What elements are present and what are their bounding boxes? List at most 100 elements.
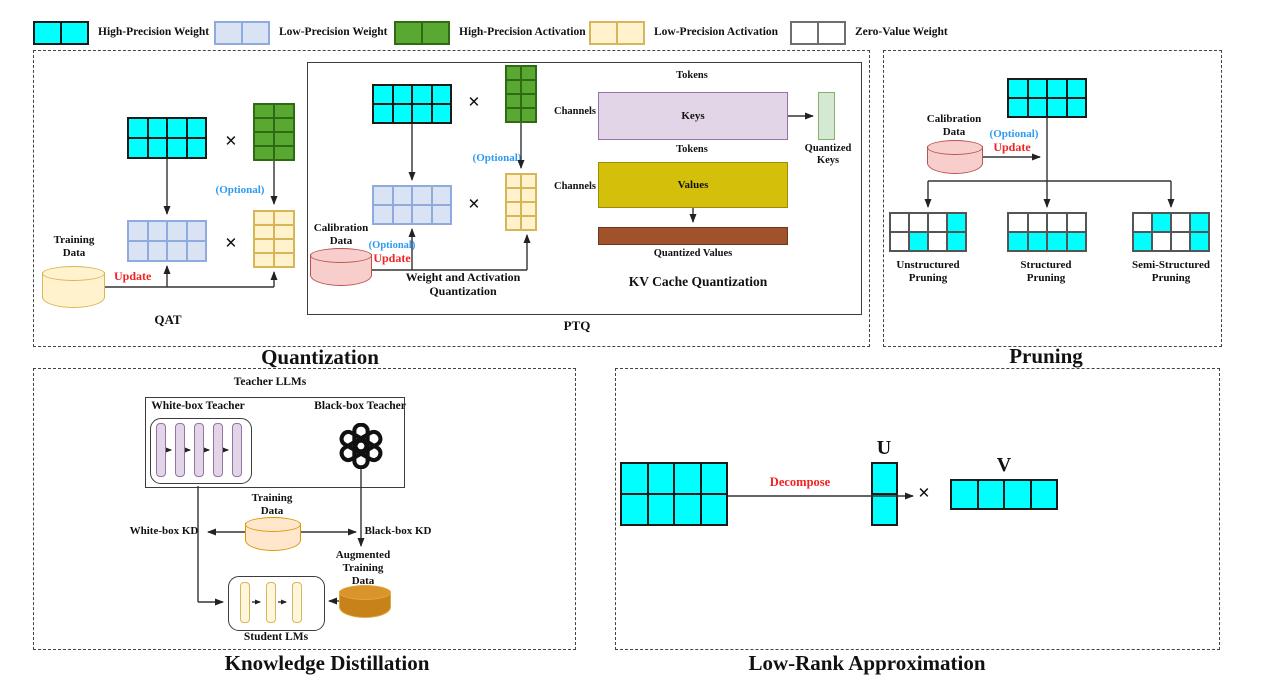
- grid-cell: [506, 188, 521, 202]
- transformer-layer-bar: [156, 423, 166, 477]
- transformer-layer-bar: [194, 423, 204, 477]
- v-matrix-grid: [950, 479, 1058, 510]
- grid-cell: [621, 463, 648, 494]
- grid-cell: [254, 239, 274, 253]
- grid-cell: [872, 494, 897, 525]
- grid-cell: [167, 241, 187, 261]
- calibration-data-cylinder: [310, 248, 372, 286]
- grid-cell: [647, 463, 674, 494]
- grid-cell: [621, 494, 648, 525]
- structured-pruning-label: Structured Pruning: [1020, 259, 1072, 284]
- grid-cell: [412, 205, 432, 224]
- qat-hp-weight-grid: [127, 117, 207, 159]
- qat-lp-activation-grid: [253, 210, 295, 268]
- grid-cell: [147, 118, 167, 138]
- legend-item-lp-activation: Low-Precision Activation: [589, 21, 778, 45]
- grid-cell: [506, 202, 521, 216]
- waq-hp-weight-grid: [372, 84, 452, 124]
- grid-cell: [872, 463, 897, 494]
- grid-cell: [186, 221, 206, 241]
- grid-cell: [1004, 480, 1031, 509]
- grid-cell: [422, 22, 449, 44]
- waq-lp-weight-grid: [372, 185, 452, 225]
- grid-cell-zero: [1047, 213, 1067, 232]
- whitebox-kd-label: White-box KD: [129, 525, 199, 537]
- multiply-sign: ×: [225, 230, 237, 255]
- lra-weight-grid: [620, 462, 728, 526]
- hp-weight-swatch: [33, 21, 89, 45]
- grid-cell: [1190, 232, 1209, 251]
- kd-training-data-label: Training Data: [251, 492, 293, 517]
- grid-cell: [392, 104, 412, 123]
- values-label: Values: [677, 179, 709, 191]
- grid-cell: [431, 186, 451, 205]
- pruning-section-frame: [883, 50, 1222, 347]
- waq-lp-activation-grid: [505, 173, 537, 231]
- channels-label: Channels: [553, 106, 596, 117]
- grid-cell: [274, 225, 294, 239]
- grid-cell: [1047, 79, 1067, 98]
- grid-cell: [242, 22, 269, 44]
- cylinder-top: [245, 517, 301, 532]
- kv-cache-title: KV Cache Quantization: [628, 274, 768, 289]
- semi-structured-pruning-grid: [1132, 212, 1210, 252]
- grid-cell: [147, 221, 167, 241]
- semi-structured-pruning-label: Semi-Structured Pruning: [1131, 259, 1210, 284]
- waq-optional-label: (Optional): [472, 152, 522, 164]
- grid-cell: [274, 239, 294, 253]
- grid-cell: [412, 104, 432, 123]
- openai-logo-icon: [339, 423, 383, 469]
- grid-cell: [521, 80, 536, 94]
- grid-cell-zero: [909, 213, 928, 232]
- waq-update-label: Update: [373, 251, 411, 265]
- legend-label: Low-Precision Weight: [279, 26, 388, 39]
- grid-cell: [186, 118, 206, 138]
- teacher-llms-label: Teacher LLMs: [233, 376, 307, 388]
- grid-cell: [674, 463, 701, 494]
- unstructured-pruning-grid: [889, 212, 967, 252]
- cylinder-top: [310, 248, 372, 263]
- waq-optional-update-label: (Optional): [368, 240, 416, 251]
- pruning-optional-label: (Optional): [989, 128, 1039, 140]
- grid-cell: [1027, 79, 1047, 98]
- grid-cell: [373, 186, 393, 205]
- u-matrix-grid: [871, 462, 898, 526]
- transformer-layer-bar: [232, 423, 242, 477]
- grid-cell: [521, 94, 536, 108]
- teacher-llms-box: [145, 397, 405, 488]
- student-layer-bar: [266, 582, 276, 623]
- cylinder-top: [42, 266, 105, 281]
- keys-rect: Keys: [598, 92, 788, 140]
- u-matrix-label: U: [876, 437, 892, 459]
- cylinder-top: [927, 140, 983, 155]
- unstructured-pruning-label: Unstructured Pruning: [896, 259, 960, 284]
- grid-cell: [674, 494, 701, 525]
- grid-cell-zero: [1171, 213, 1190, 232]
- grid-cell: [506, 174, 521, 188]
- augmented-training-data-label: Augmented Training Data: [335, 549, 391, 587]
- grid-cell: [506, 108, 521, 122]
- legend-item-lp-weight: Low-Precision Weight: [214, 21, 388, 45]
- blackbox-kd-label: Black-box KD: [364, 525, 432, 537]
- grid-cell-zero: [928, 213, 947, 232]
- decompose-label: Decompose: [769, 475, 831, 489]
- grid-cell: [186, 138, 206, 158]
- grid-cell: [274, 253, 294, 267]
- grid-cell: [1190, 213, 1209, 232]
- qat-update-label: Update: [114, 269, 152, 283]
- ptq-frame: [307, 62, 862, 315]
- multiply-sign: ×: [918, 480, 930, 505]
- grid-cell: [1066, 79, 1086, 98]
- lp-weight-swatch: [214, 21, 270, 45]
- grid-cell: [215, 22, 242, 44]
- grid-cell: [1047, 232, 1067, 251]
- grid-cell: [521, 108, 536, 122]
- training-data-label: Training Data: [53, 234, 95, 259]
- legend-item-hp-weight: High-Precision Weight: [33, 21, 209, 45]
- grid-cell: [373, 85, 393, 104]
- grid-cell: [186, 241, 206, 261]
- grid-cell: [431, 104, 451, 123]
- grid-cell: [254, 211, 274, 225]
- multiply-sign: ×: [225, 128, 237, 153]
- quantization-caption: Quantization: [261, 345, 379, 369]
